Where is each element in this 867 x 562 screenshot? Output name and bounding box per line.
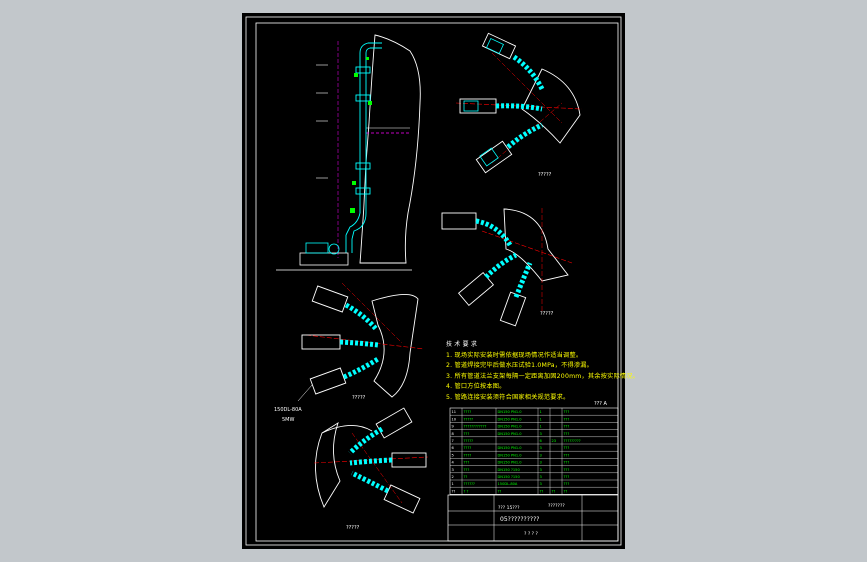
parts-table-cell: 1 bbox=[540, 425, 542, 429]
parts-table-cell: ?? bbox=[564, 489, 568, 493]
parts-table-cell: ?? bbox=[552, 489, 556, 493]
table-header: ??? A bbox=[594, 401, 608, 407]
parts-table-cell: 1 bbox=[540, 410, 542, 414]
parts-table-cell: 11 bbox=[452, 410, 457, 414]
project-name: ??????? bbox=[548, 503, 565, 509]
pump-label: 150DL-80A bbox=[274, 407, 302, 413]
parts-table-cell: 150DL-80A bbox=[498, 482, 518, 486]
parts-table-cell: DN150 PN1.0 bbox=[498, 417, 523, 421]
scale-code: ??? 15??? bbox=[498, 505, 520, 511]
plan-view-3: 150DL-80A 5MW ????? bbox=[274, 282, 425, 423]
parts-table-cell: ??? bbox=[564, 432, 570, 436]
parts-table-cell: ?? bbox=[498, 489, 502, 493]
technical-notes: 技 术 要 求 1. 现场实际安装时需依据现场情况作适当调整。 2. 管道焊接完… bbox=[446, 340, 640, 404]
parts-table-cell: ???? bbox=[464, 410, 472, 414]
parts-table-cell: ??? bbox=[464, 432, 470, 436]
approval-marks: ? ? ? ? bbox=[524, 531, 538, 537]
parts-table-cell: ??? bbox=[564, 425, 570, 429]
parts-table-cell: ????????? bbox=[564, 439, 581, 443]
view-label-2: ????? bbox=[540, 311, 554, 317]
parts-table-cell: 3 bbox=[540, 461, 542, 465]
plan-view-1: ????? bbox=[455, 32, 583, 178]
parts-table-cell: ??? bbox=[564, 461, 570, 465]
note-item: 4. 管口方位按本图。 bbox=[446, 383, 506, 391]
note-item: 2. 管道焊接完毕后做水压试验1.0MPa，不得渗漏。 bbox=[446, 362, 594, 370]
parts-table-cell: DN150 PN1.0 bbox=[498, 432, 523, 436]
parts-table-cell: DN150 ?150 bbox=[498, 475, 521, 479]
parts-table-cell: ??? bbox=[564, 417, 570, 421]
plan-view-2: ????? bbox=[441, 208, 573, 327]
cad-drawing: ????? ????? bbox=[245, 16, 622, 546]
parts-table-cell: ????? bbox=[464, 439, 474, 443]
title-block: 05?????????? ??? 15??? ??????? ? ? ? ? bbox=[447, 494, 619, 542]
parts-table-cell: ???? bbox=[464, 446, 472, 450]
drawing-number: 05?????????? bbox=[500, 516, 539, 523]
parts-table-cell: 3 bbox=[540, 446, 542, 450]
parts-table-cell: 3 bbox=[540, 482, 542, 486]
parts-table-cell: ?? bbox=[464, 475, 468, 479]
note-item: 1. 现场实际安装时需依据现场情况作适当调整。 bbox=[446, 351, 583, 359]
parts-table-cell: ?????? bbox=[464, 482, 476, 486]
parts-table-cell: ??? bbox=[564, 446, 570, 450]
parts-table-cell: 3 bbox=[540, 453, 542, 457]
parts-table-cell: 1 bbox=[540, 417, 542, 421]
parts-table-cell: ?? bbox=[452, 489, 456, 493]
parts-table-cell: DN150 ?150 bbox=[498, 468, 521, 472]
parts-table-cell: ??? bbox=[564, 475, 570, 479]
parts-table-cell: 3 bbox=[540, 432, 542, 436]
parts-table-cell: 4 bbox=[452, 461, 455, 465]
parts-table-cell: 7 bbox=[452, 439, 454, 443]
parts-table-cell: ???????????? bbox=[464, 425, 487, 429]
parts-table-cell: 5 bbox=[452, 453, 454, 457]
parts-table-cell: ????? bbox=[464, 417, 474, 421]
parts-table-cell: ??? bbox=[564, 453, 570, 457]
parts-table-cell: 10 bbox=[452, 417, 457, 421]
parts-table-cell: DN150 PN1.0 bbox=[498, 453, 523, 457]
parts-table-cell: 1 bbox=[452, 482, 454, 486]
parts-table-cell: 3 bbox=[540, 475, 542, 479]
view-label-4: ????? bbox=[346, 525, 360, 531]
parts-table-cell: ??? bbox=[464, 468, 470, 472]
elevation-view bbox=[276, 34, 421, 271]
parts-table-cell: 8 bbox=[452, 432, 455, 436]
parts-table-cell: DN150 PN1.0 bbox=[498, 446, 523, 450]
parts-table-cell: 6 bbox=[540, 439, 543, 443]
parts-table-cell: DN150 PN1.0 bbox=[498, 461, 523, 465]
parts-table-cell: DN150 PN1.0 bbox=[498, 410, 523, 414]
parts-table-cell: ?? bbox=[540, 489, 544, 493]
parts-table-cell: ??? bbox=[464, 461, 470, 465]
parts-table-cell: 6 bbox=[452, 446, 455, 450]
parts-table-cell: 3 bbox=[540, 468, 542, 472]
parts-table-cell: 3 bbox=[452, 468, 454, 472]
note-item: 5. 管路连接安装须符合国家相关规范要求。 bbox=[446, 393, 570, 401]
parts-table-cell: ??? bbox=[564, 410, 570, 414]
parts-table-cell: ??? bbox=[564, 468, 570, 472]
pump-sublabel: 5MW bbox=[282, 417, 294, 423]
view-label-1: ????? bbox=[538, 172, 552, 178]
parts-table-cell: ???? bbox=[464, 453, 472, 457]
view-label-3: ????? bbox=[352, 395, 366, 401]
parts-table-cell: 23 bbox=[552, 439, 557, 443]
parts-table-cell: ??? bbox=[564, 482, 570, 486]
parts-table-cell: 9 bbox=[452, 425, 455, 429]
drawing-sheet: ????? ????? bbox=[242, 13, 640, 549]
plan-view-4: ????? bbox=[313, 407, 429, 531]
parts-table-cell: 2 bbox=[452, 475, 454, 479]
note-item: 3. 所有管道法兰支架每隔一定距离加固200mm，其余按实际情况。 bbox=[446, 372, 640, 380]
notes-title: 技 术 要 求 bbox=[446, 341, 478, 348]
parts-table-cell: ? ? bbox=[464, 489, 469, 493]
parts-table-cell: DN150 PN1.0 bbox=[498, 425, 523, 429]
